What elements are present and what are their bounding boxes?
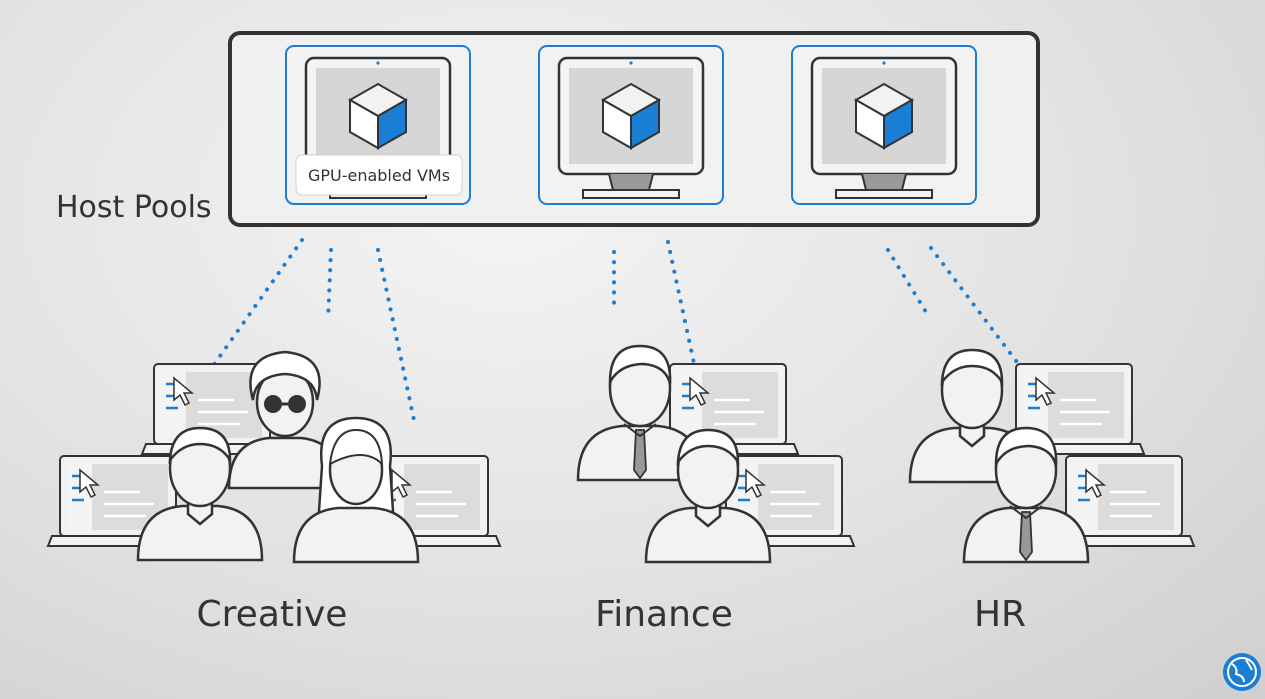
group-label-hr: HR [974,594,1026,635]
globe-logo-icon[interactable] [1223,653,1261,691]
gpu-vms-tooltip-text: GPU-enabled VMs [308,166,450,185]
group-finance [576,344,856,564]
group-label-creative: Creative [197,594,348,635]
gpu-vms-tooltip: GPU-enabled VMs [295,154,463,196]
group-hr [908,348,1196,564]
group-creative [46,350,502,564]
host-pools-label: Host Pools [56,190,212,225]
vm-card-finance[interactable] [538,45,724,205]
group-label-finance: Finance [595,594,733,635]
vm-card-hr[interactable] [791,45,977,205]
